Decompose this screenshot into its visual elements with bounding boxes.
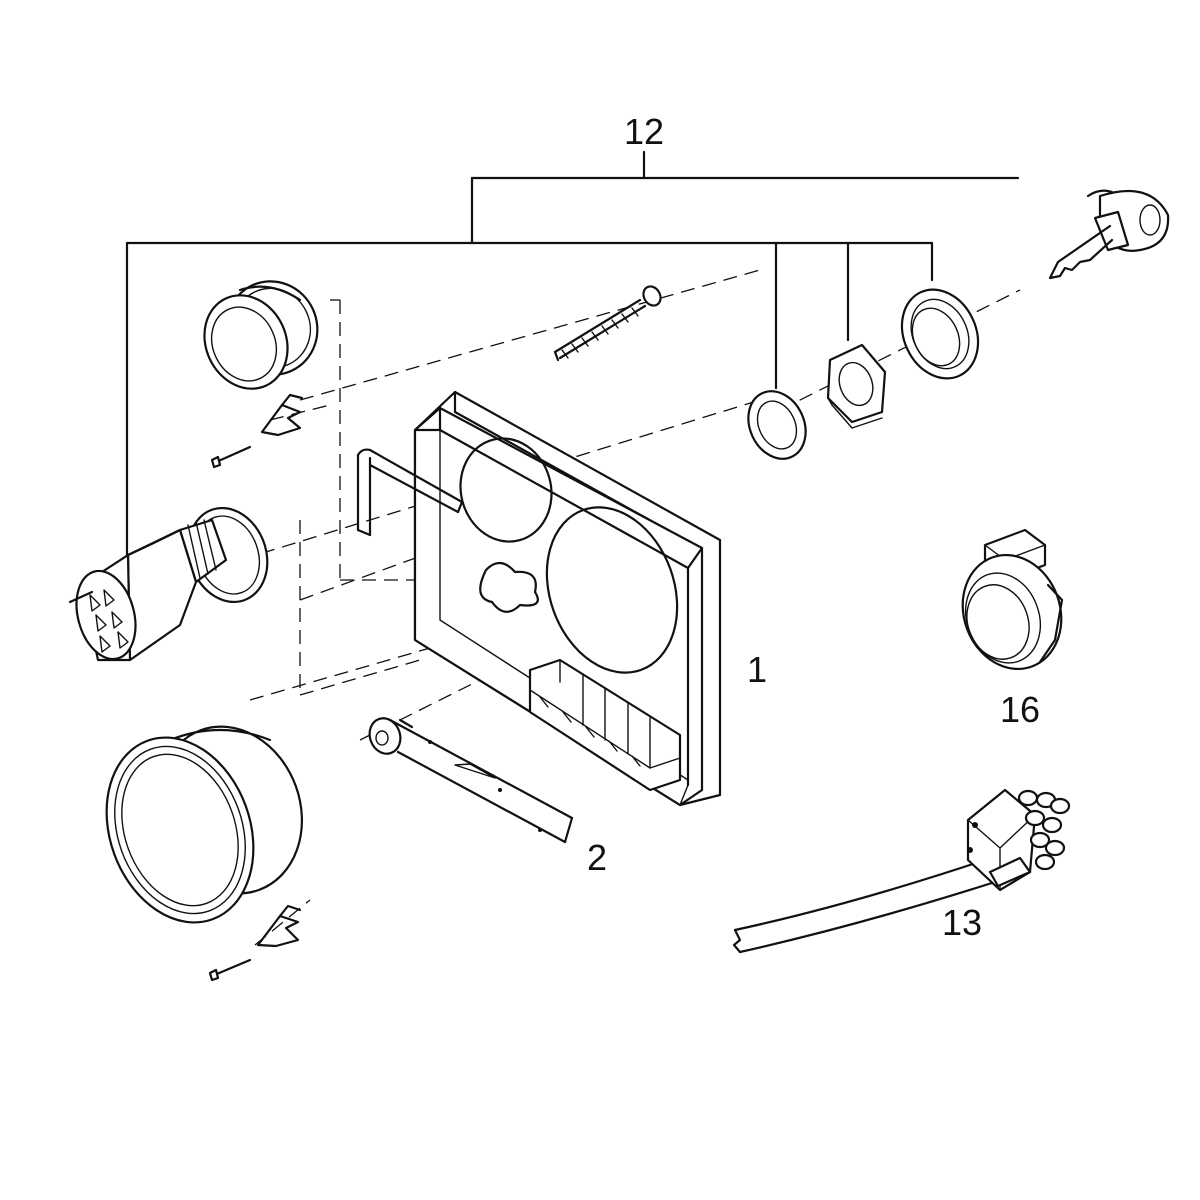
allen-key xyxy=(356,448,464,537)
hose-clamp xyxy=(961,528,1064,671)
switch-washer xyxy=(747,390,807,460)
switch-nut xyxy=(826,343,887,429)
wiring-harness xyxy=(732,788,1071,954)
small-gauge xyxy=(203,280,319,390)
switch-bezel xyxy=(900,288,980,380)
callout-16: 16 xyxy=(1000,689,1040,730)
large-gauge xyxy=(105,725,304,924)
ignition-switch xyxy=(68,506,269,662)
instrument-panel-housing xyxy=(413,390,722,807)
gauge-clip-upper xyxy=(210,393,304,469)
callout-2: 2 xyxy=(587,837,607,878)
leader-lines-12 xyxy=(125,150,1020,562)
ignition-key xyxy=(1048,189,1170,280)
mounting-bracket xyxy=(368,717,574,844)
long-screw xyxy=(553,285,662,362)
callout-1: 1 xyxy=(747,649,767,690)
callout-13: 13 xyxy=(942,902,982,943)
callout-12: 12 xyxy=(624,111,664,152)
gauge-clip-lower xyxy=(208,904,302,982)
